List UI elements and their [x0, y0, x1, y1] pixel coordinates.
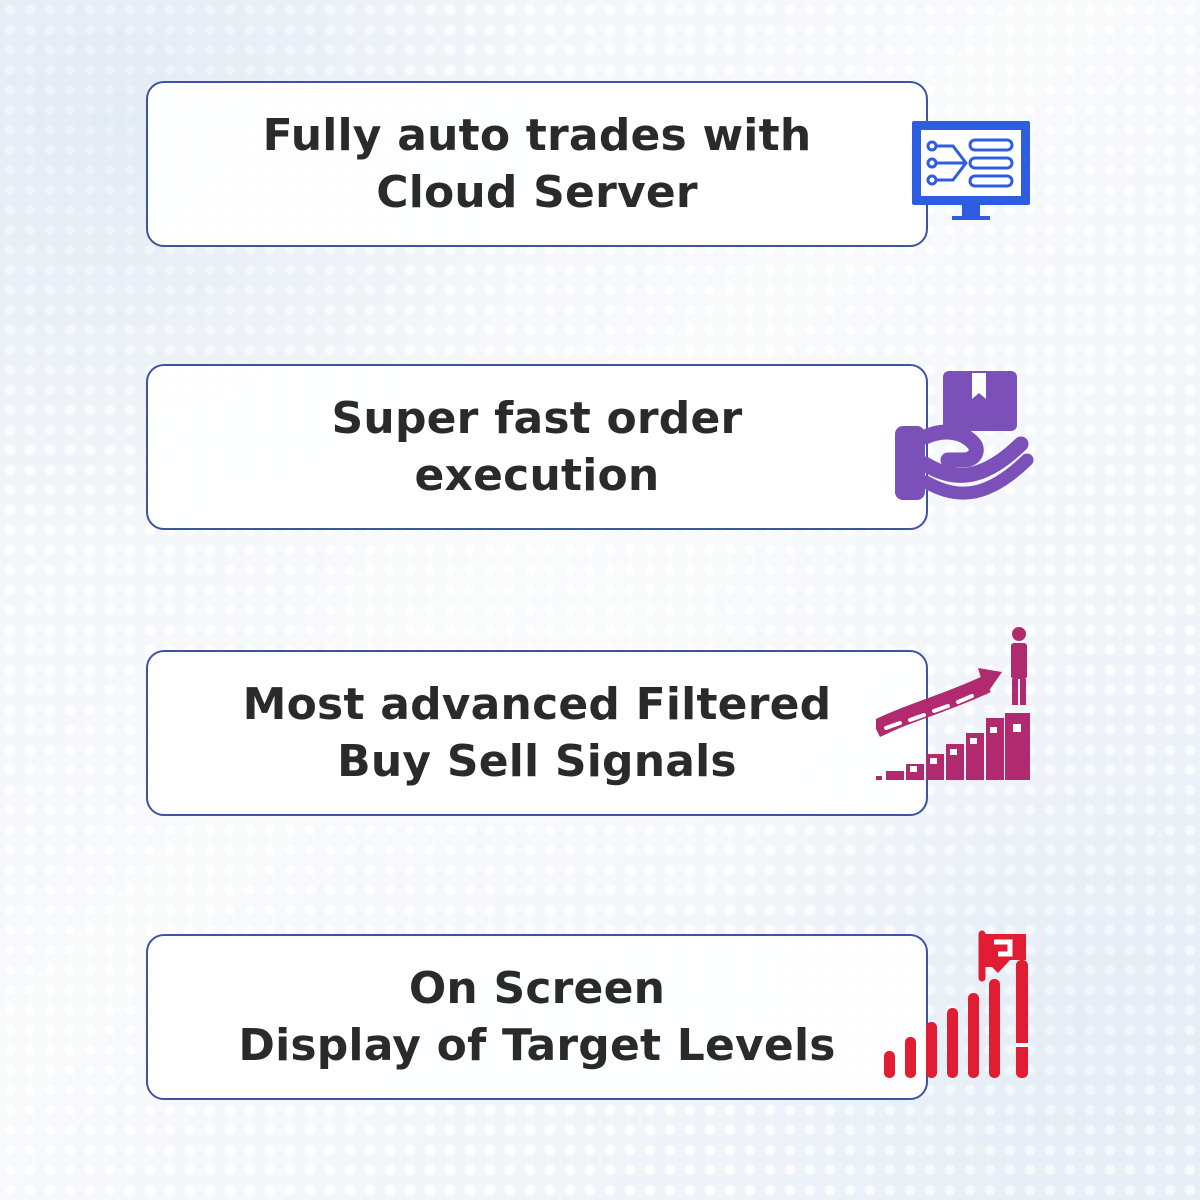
feature-text-order-execution: Super fast order execution — [227, 390, 847, 504]
target-flag-bars-icon — [884, 930, 1028, 1078]
feature-card-order-execution: Super fast order execution — [146, 364, 928, 530]
feature-line-2: Cloud Server — [376, 167, 698, 218]
feature-line-2: Buy Sell Signals — [337, 736, 737, 787]
feature-text-cloud-server: Fully auto trades with Cloud Server — [227, 107, 847, 221]
feature-card-target-levels: On Screen Display of Target Levels — [146, 934, 928, 1100]
feature-line-2: Display of Target Levels — [238, 1020, 836, 1071]
feature-card-buy-sell-signals: Most advanced Filtered Buy Sell Signals — [146, 650, 928, 816]
feature-line-1: Most advanced Filtered — [242, 678, 832, 730]
feature-text-target-levels: On Screen Display of Target Levels — [227, 960, 847, 1074]
growth-arrow-person-icon — [876, 627, 1030, 780]
feature-line-1: Super fast order execution — [331, 392, 743, 501]
monitor-network-icon — [912, 121, 1030, 220]
feature-line-1: Fully auto trades with — [262, 109, 812, 161]
feature-line-1: On Screen — [408, 962, 666, 1014]
feature-text-buy-sell-signals: Most advanced Filtered Buy Sell Signals — [227, 676, 847, 790]
hand-box-icon — [895, 371, 1034, 500]
feature-card-cloud-server: Fully auto trades with Cloud Server — [146, 81, 928, 247]
